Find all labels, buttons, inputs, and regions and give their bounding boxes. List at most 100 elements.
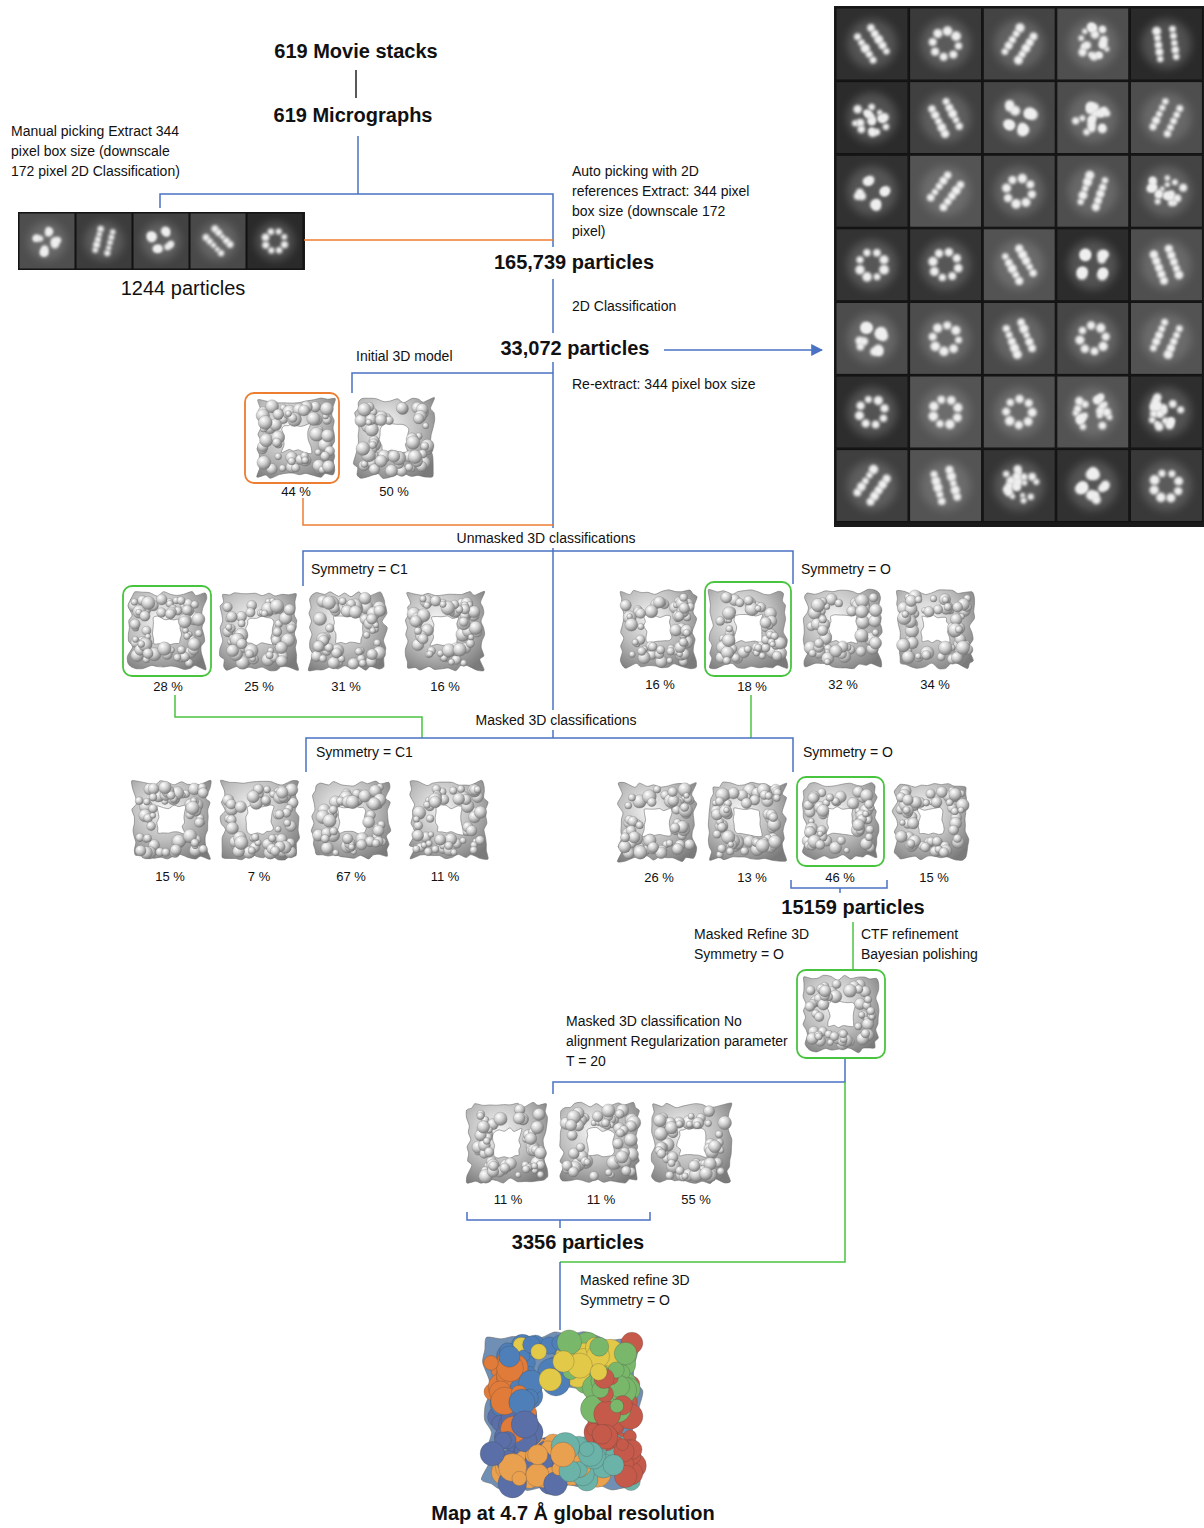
map-density-lump	[806, 986, 815, 995]
class-density-blob	[1008, 176, 1016, 184]
map-density-lump	[629, 651, 635, 657]
class-average-ground	[910, 302, 982, 374]
map-density-lump	[470, 785, 481, 796]
class-density-blob	[879, 265, 889, 275]
map-density-lump	[632, 639, 638, 645]
map-surface	[308, 592, 387, 671]
class-average-ground	[910, 155, 982, 227]
class-density-blob	[1087, 23, 1095, 31]
map-density-lump	[165, 609, 175, 619]
density-map	[803, 975, 879, 1052]
map-density-lump	[676, 1121, 683, 1128]
map-density-lump	[191, 839, 199, 847]
map-density-lump	[922, 650, 931, 659]
map-density-lump	[449, 787, 457, 795]
map-density-lump	[647, 798, 656, 807]
map-density-lump	[251, 833, 259, 841]
density-map	[220, 780, 299, 860]
class-density-blob	[1016, 470, 1021, 475]
class-density-blob	[1156, 493, 1166, 503]
class-density-blob	[1173, 111, 1180, 118]
class-density-blob	[1083, 177, 1092, 186]
map-density-lump	[670, 624, 682, 636]
map-density-lump	[198, 788, 208, 798]
class-density-blob	[867, 498, 875, 506]
map-density-lump	[724, 807, 730, 813]
map-density-lump	[625, 618, 638, 631]
map-density-lump	[321, 429, 334, 442]
map-density-lump	[533, 1108, 545, 1120]
map-surface	[132, 780, 212, 859]
map-density-lump	[832, 980, 841, 989]
particle-halo	[1141, 93, 1191, 143]
map-density-lump	[272, 438, 281, 447]
map-density-lump	[428, 832, 434, 838]
map-density-lump	[657, 1149, 666, 1158]
class-density-blob	[879, 255, 888, 264]
density-map	[220, 593, 299, 671]
map-density-lump	[864, 800, 873, 809]
map-density-lump	[275, 642, 287, 654]
map-density-lump	[827, 1039, 833, 1045]
map-density-lump	[953, 834, 962, 843]
class-average-ground	[910, 82, 982, 154]
class-density-blob	[1161, 319, 1168, 326]
map-density-lump	[367, 649, 378, 660]
class-density-blob	[929, 333, 937, 341]
map-density-lump	[302, 457, 309, 464]
particle-halo	[921, 93, 971, 143]
map-density-lump	[717, 1168, 725, 1176]
map-density-lump	[716, 616, 725, 625]
class-density-blob	[164, 231, 170, 237]
map-density-lump	[744, 596, 754, 606]
map-density-lump	[363, 816, 375, 828]
class-density-blob	[1081, 344, 1090, 353]
map-density-lump	[755, 605, 761, 611]
class-average	[190, 213, 246, 269]
map-density-lump	[405, 463, 413, 471]
map-density-lump	[741, 798, 752, 809]
map-density-lump	[915, 596, 922, 603]
class-average-ground	[836, 155, 908, 227]
map-density-lump	[359, 659, 366, 666]
map-density-lump	[895, 831, 907, 843]
class-density-blob	[1018, 174, 1028, 184]
map-density-lump	[226, 611, 237, 622]
class-average	[1130, 376, 1202, 448]
map-density-lump	[531, 1163, 538, 1170]
class-density-blob	[1022, 480, 1028, 486]
density-map	[127, 592, 207, 670]
class-density-blob	[1150, 345, 1157, 352]
map-density-lump	[246, 608, 256, 618]
class-average-ground	[1057, 155, 1129, 227]
class-density-blob	[262, 233, 270, 241]
class-average	[910, 155, 982, 227]
map-density-lump	[184, 633, 191, 640]
map-density-lump	[396, 402, 408, 414]
map-density-lump	[359, 592, 371, 604]
map-density-lump	[863, 811, 869, 817]
class-density-blob	[107, 240, 113, 246]
particle-halo	[1068, 19, 1118, 69]
map-density-lump	[322, 596, 336, 610]
class-average-ground	[836, 376, 908, 448]
class-density-blob	[930, 341, 940, 351]
map-density-lump	[418, 634, 428, 644]
class-density-blob	[936, 183, 943, 190]
map-density-lump	[814, 1031, 822, 1039]
particle-halo	[994, 461, 1044, 511]
particle-halo	[85, 222, 124, 261]
class-density-blob	[1150, 475, 1160, 485]
class-average-ground	[836, 229, 908, 301]
class-density-blob	[1099, 40, 1108, 49]
class-density-blob	[933, 323, 942, 332]
class-density-blob	[938, 497, 946, 505]
class-density-blob	[1005, 100, 1014, 109]
map-density-lump	[159, 781, 172, 794]
map-density-lump	[408, 450, 422, 464]
map-density-lump	[684, 793, 690, 799]
class-average-ground	[983, 376, 1055, 448]
class-density-blob	[955, 42, 962, 49]
map-density-lump	[260, 434, 273, 447]
class-density-blob	[1076, 417, 1083, 424]
